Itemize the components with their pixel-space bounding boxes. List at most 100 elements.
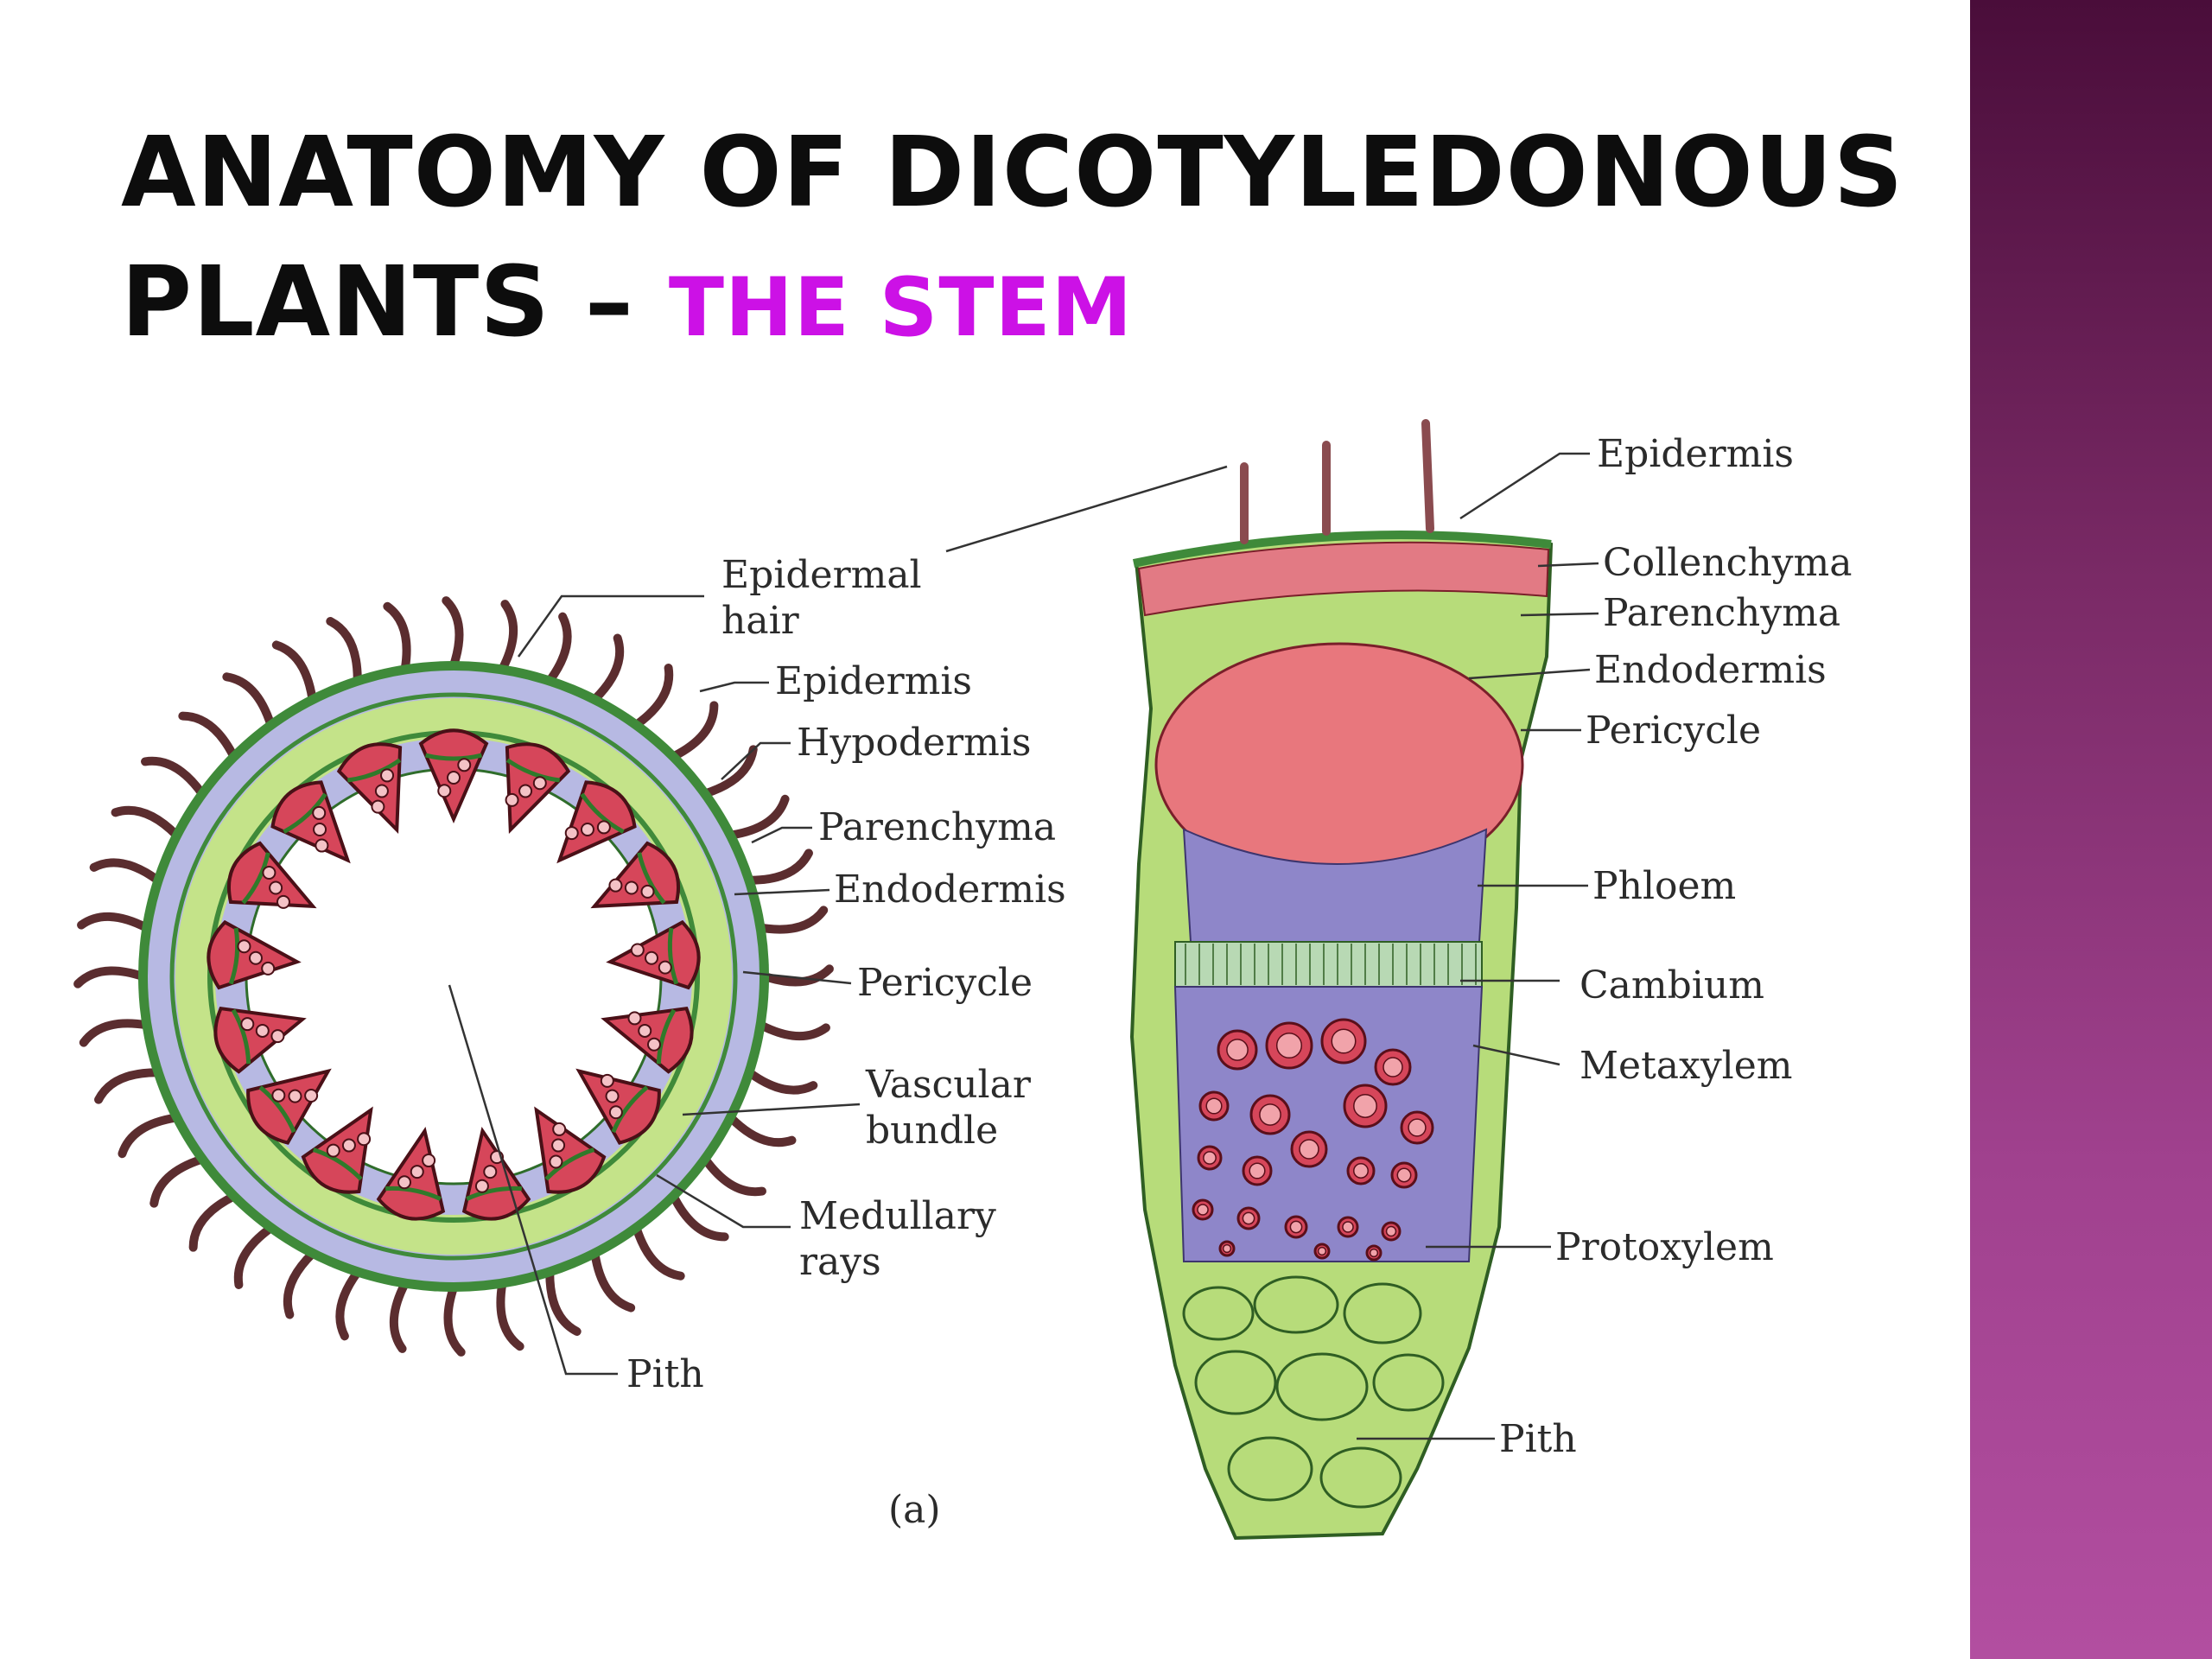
label-medullary-rays-2: rays [799, 1240, 881, 1284]
label-epidermis-left: Epidermis [775, 659, 972, 703]
pith-cell [1182, 1286, 1255, 1341]
bundle-cambium [258, 1085, 296, 1134]
bundle-cambium [544, 1147, 595, 1181]
xylem-cell [422, 1154, 436, 1168]
xylem-cell [380, 768, 395, 783]
epidermal-hair [94, 1068, 162, 1104]
xylem-cell [326, 1143, 340, 1158]
xylem-cell [600, 1073, 614, 1088]
xylem-vessel-lumen [1249, 1162, 1266, 1179]
vascular-bundle [601, 1007, 694, 1074]
epidermal-hair [141, 756, 207, 798]
xylem-cell [262, 865, 276, 880]
pith-leader [448, 984, 618, 1376]
epidermal-hair [335, 1268, 362, 1341]
label-vascular-bundle-2: bundle [866, 1109, 998, 1153]
left-labels: Epidermal hair Epidermis Hypodermis Pare… [626, 553, 1066, 1532]
label-epidermal-hair-1: Epidermal [721, 553, 922, 597]
slide: ANATOMY OF DICOTYLEDONOUS PLANTS – THE S… [73, 108, 1904, 1541]
sector-cambium [1174, 941, 1483, 988]
vascular-bundle [376, 1126, 446, 1221]
bundle-cambium [580, 792, 625, 834]
epidermal-hair [326, 617, 362, 685]
pith-cell [1319, 1446, 1402, 1509]
vascular-bundle [270, 780, 351, 864]
bundle-cambium [667, 927, 679, 985]
xylem-vessel-lumen [1259, 1103, 1281, 1126]
xylem-cell [397, 1175, 412, 1190]
label-pith-left: Pith [626, 1352, 704, 1396]
xylem-cell [640, 884, 655, 899]
xylem-vessel-lumen [1275, 1032, 1303, 1059]
epidermal-hair [760, 964, 834, 987]
xylem-cell [313, 823, 327, 837]
xylem-cell [410, 1165, 424, 1179]
xylem-cell [505, 792, 519, 807]
xylem-cell [564, 826, 579, 841]
title-line-1: ANATOMY OF DICOTYLEDONOUS [121, 117, 1904, 229]
xylem-cell [483, 1165, 498, 1179]
xylem-cell [269, 880, 283, 895]
epidermal-hair [669, 1192, 729, 1242]
xylem-cell [580, 823, 594, 837]
epidermal-hair [496, 1279, 524, 1351]
label-epidermal-hair-2: hair [721, 599, 800, 643]
sector-phloem [1182, 828, 1488, 943]
xylem-cell [240, 1017, 255, 1032]
epidermal-hair [222, 672, 276, 729]
bundle-cambium [385, 1185, 442, 1201]
xylem-cell [270, 1029, 285, 1044]
epidermal-hair [271, 640, 317, 704]
xylem-cell [447, 771, 461, 785]
label-endodermis-right: Endodermis [1594, 648, 1827, 692]
xylem-cell [255, 1023, 270, 1038]
pith-cell [1194, 1350, 1277, 1415]
xylem-cell [532, 776, 547, 791]
bundle-cambium [637, 852, 666, 905]
epidermal-hair [178, 711, 238, 761]
xylem-cell [312, 805, 327, 820]
xylem-cell [608, 1105, 623, 1120]
epidermal-hair [545, 612, 572, 685]
xylem-cell [596, 820, 611, 835]
xylem-vessel-lumen [1408, 1118, 1427, 1137]
xylem-vessel-lumen [1203, 1151, 1217, 1165]
pith-cell [1253, 1275, 1339, 1334]
xylem-vessel-lumen [1299, 1139, 1319, 1160]
label-phloem: Phloem [1592, 864, 1736, 908]
xylem-cell [647, 1037, 662, 1052]
title-accent: THE STEM [668, 261, 1134, 355]
bundle-cambium [283, 792, 327, 834]
slide-title: ANATOMY OF DICOTYLEDONOUS PLANTS – THE S… [121, 108, 1904, 373]
epidermal-hair [745, 849, 813, 885]
epidermal-hair [545, 1268, 582, 1336]
epidermal-hair [77, 912, 151, 932]
xylem-vessel-lumen [1226, 1039, 1249, 1061]
xylem-vessel-lumen [1342, 1221, 1354, 1233]
xylem-vessel-lumen [1222, 1243, 1232, 1254]
vascular-bundles [207, 728, 701, 1221]
epidermal-hairs [73, 596, 834, 1357]
transverse-section [73, 596, 834, 1376]
epidermal-hair [726, 794, 790, 840]
bundle-cambium [424, 753, 483, 761]
xylem-cell [276, 894, 290, 909]
xylem-vessel-lumen [1382, 1057, 1403, 1077]
stem-anatomy-figure: Epidermal hair Epidermis Hypodermis Pare… [73, 419, 1852, 1541]
epidermal-hair [632, 664, 674, 729]
bundle-cambium [312, 1147, 363, 1181]
vascular-bundle [556, 780, 637, 864]
epidermal-hair [111, 805, 181, 840]
xylem-cell [261, 961, 276, 976]
epidermal-hair [498, 600, 518, 674]
xylem-vessel-lumen [1385, 1225, 1397, 1237]
xylem-cell [630, 943, 645, 957]
hypodermis-inner-line [169, 692, 738, 1261]
xylem-vessel-lumen [1289, 1220, 1303, 1234]
pith-cell [1372, 1353, 1445, 1412]
label-medullary-rays-1: Medullary [799, 1194, 996, 1238]
bundle-cambium [228, 927, 240, 985]
xylem-cell [474, 1179, 489, 1193]
cambium-cell-lines [1185, 944, 1477, 985]
epidermal-hair [669, 701, 719, 761]
